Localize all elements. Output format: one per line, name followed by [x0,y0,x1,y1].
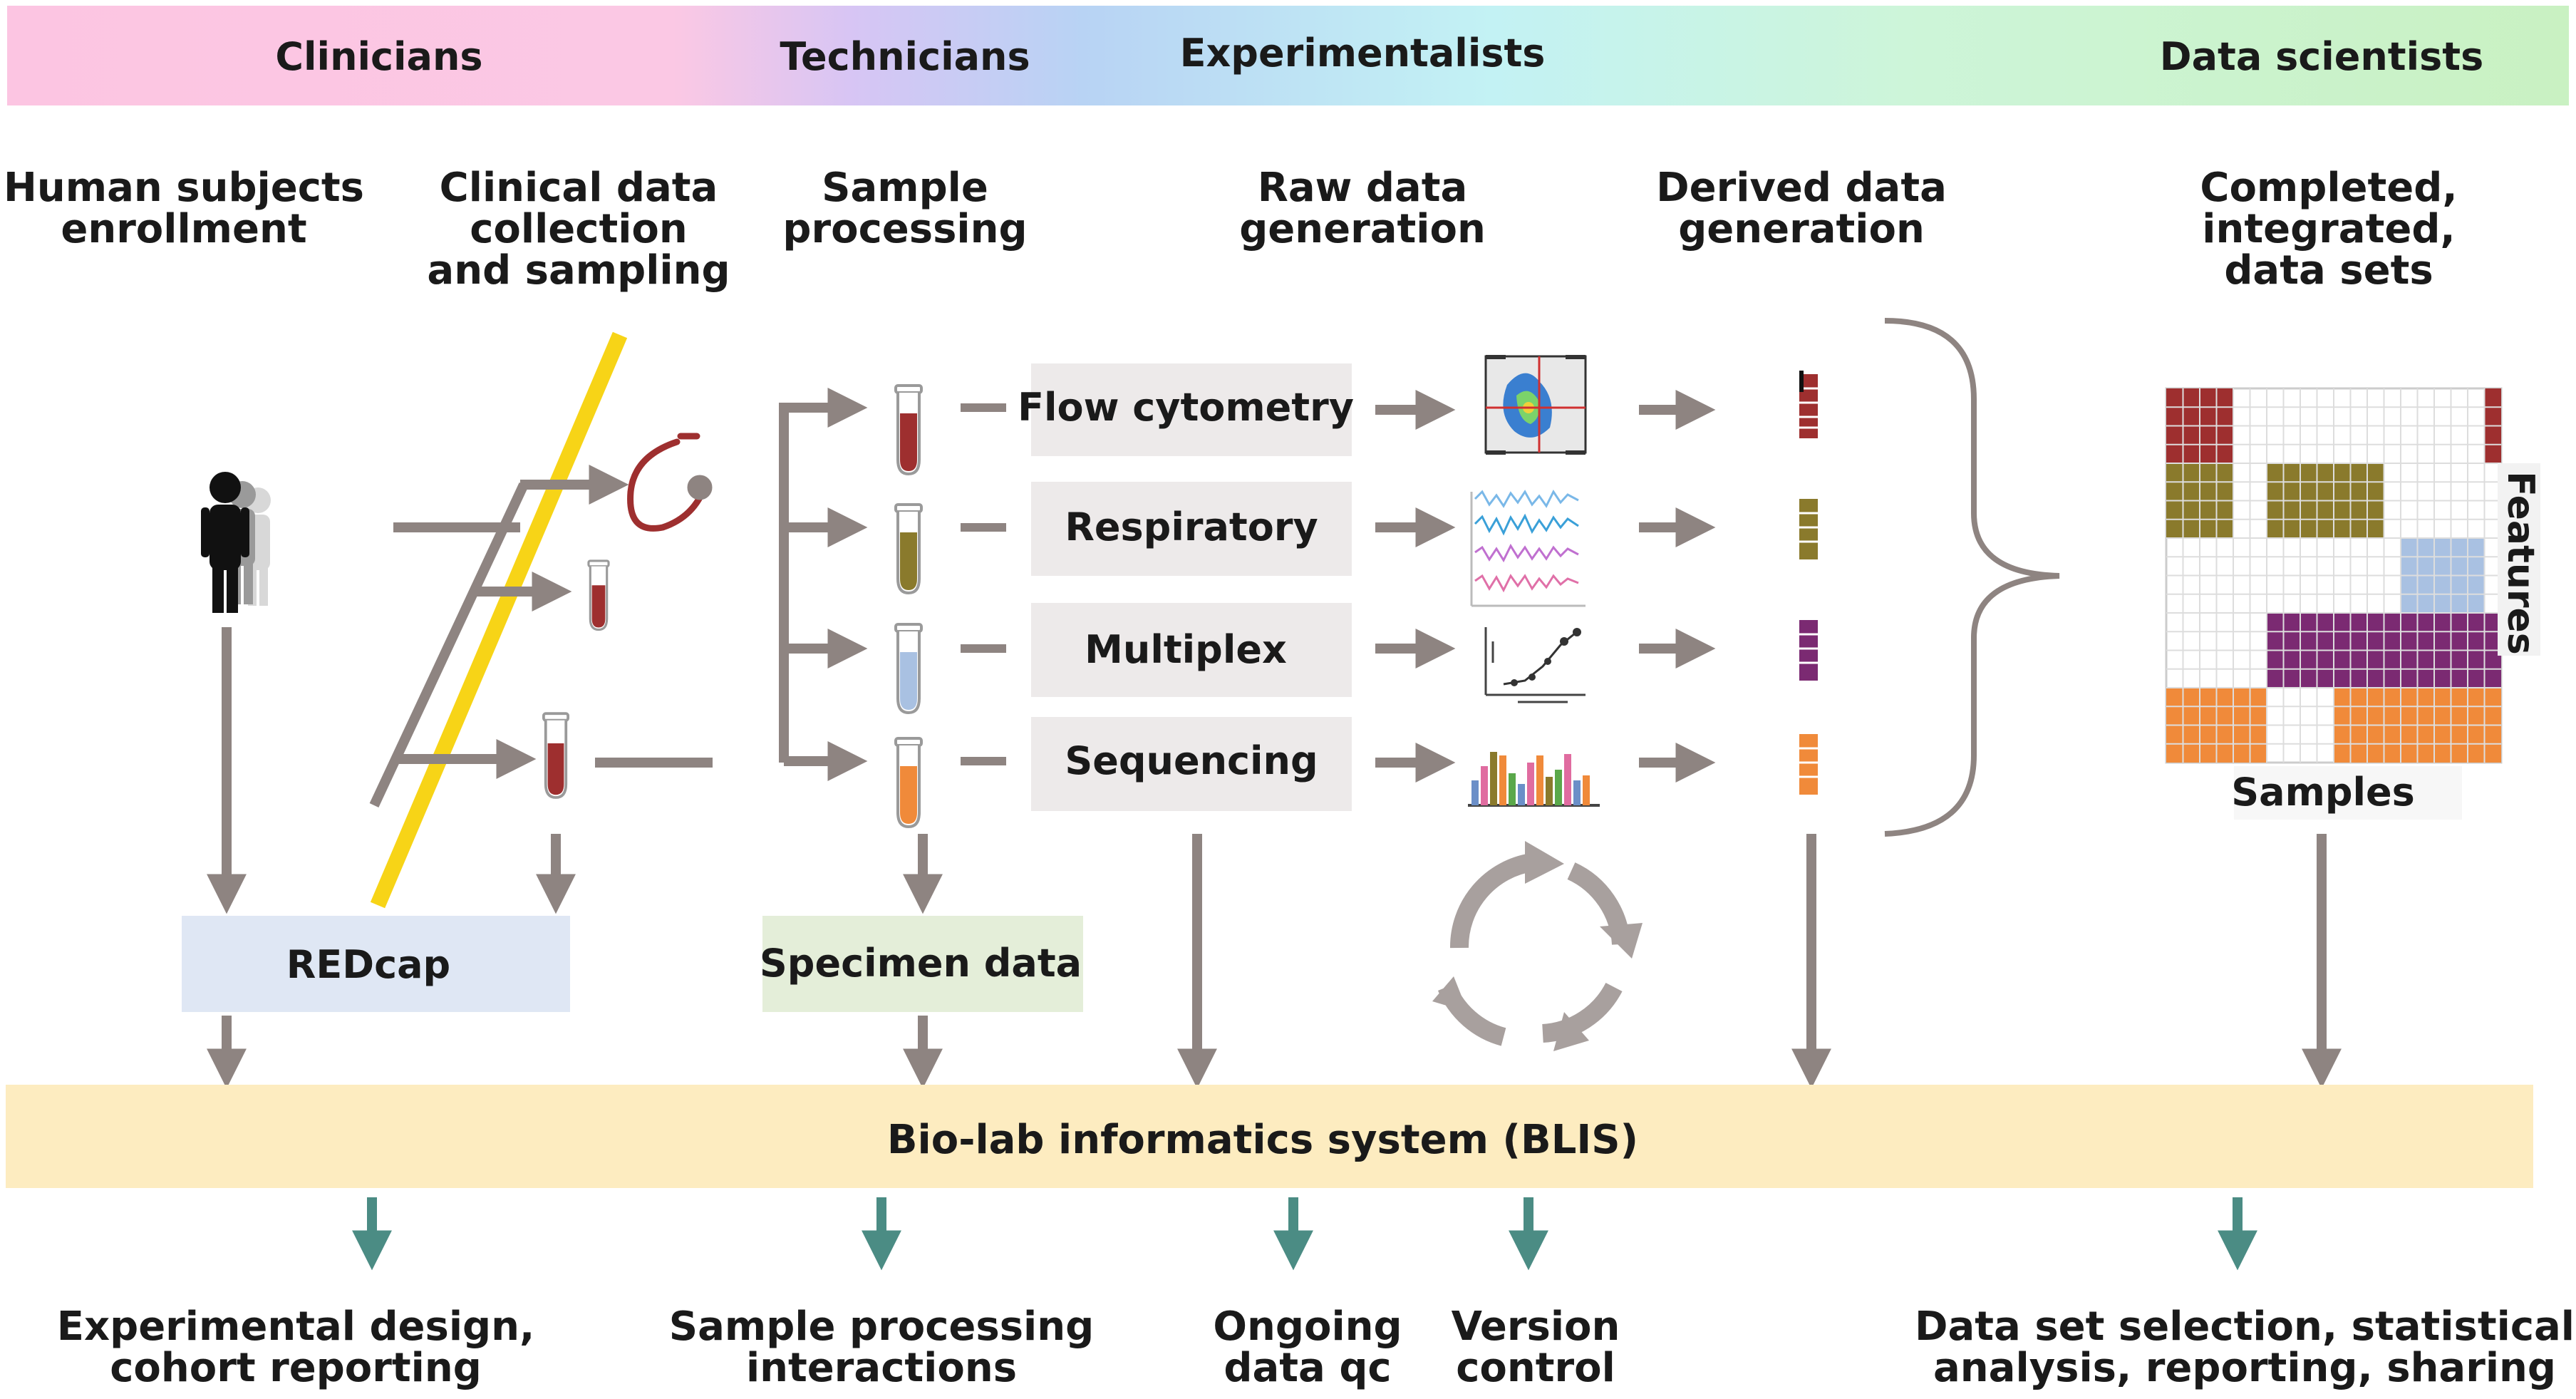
role-clinicians: Clinicians [275,34,482,79]
output-processing-line1: Sample processing [669,1304,1094,1350]
output-dataset-line1: Data set selection, statistical [1915,1304,2575,1350]
assay-box-sequencing [1031,717,1352,811]
derived-stripe-multiplex [1799,620,1818,681]
derived-stripe-sequencing [1799,734,1818,795]
data-matrix [2165,387,2503,764]
role-technicians: Technicians [780,34,1030,79]
multiplex-curve-icon [1484,627,1586,703]
assay-label-sequencing: Sequencing [1065,738,1318,783]
assay-label-respiratory: Respiratory [1065,505,1318,549]
specimen-box [762,916,1083,1012]
output-qc-line1: Ongoing [1213,1304,1402,1350]
sampling-highlight-line [370,331,628,909]
output-version-line1: Version [1452,1304,1620,1350]
output-design-line2: cohort reporting [110,1345,482,1391]
output-design-line1: Experimental design, [57,1304,535,1350]
stage-enrollment-line1: Human subjects [4,165,364,211]
stage-clinical-line3: and sampling [427,247,730,294]
integration-brace [1884,318,2060,837]
stage-derived-line1: Derived data [1656,165,1947,211]
output-dataset-line2: analysis, reporting, sharing [1933,1345,2556,1391]
stage-processing-line1: Sample [822,165,988,211]
features-label-bg [2498,463,2540,656]
redcap-box [182,916,570,1012]
cycle-arrows-icon [1432,841,1643,1051]
output-processing-line2: interactions [746,1345,1017,1391]
assay-box-respiratory [1031,482,1352,576]
role-band [7,6,2569,105]
stage-raw-line2: generation [1239,206,1486,252]
assay-box-multiplex [1031,603,1352,697]
stage-enrollment-line2: enrollment [61,206,306,252]
redcap-label: REDcap [286,942,450,987]
assay-label-multiplex: Multiplex [1085,627,1287,672]
person-group-icon [201,472,271,613]
respiratory-trace-icon [1470,490,1586,607]
specimen-label: Specimen data [760,941,1082,986]
flow-plot-icon [1484,355,1587,455]
blis-band [6,1085,2533,1188]
derived-stripe-flow [1799,371,1818,438]
output-version-line2: control [1456,1345,1615,1391]
output-qc-line2: data qc [1224,1345,1391,1391]
stage-completed-line3: data sets [2224,247,2433,294]
assay-box-flow-cytometry [1031,363,1352,456]
assay-label-flow-cytometry: Flow cytometry [1018,385,1354,430]
stage-completed-line1: Completed, [2200,165,2457,211]
stage-completed-line2: integrated, [2202,206,2455,252]
test-tube-icon [894,623,923,714]
derived-stripe-respiratory [1799,499,1818,559]
test-tube-icon [894,384,923,475]
test-tube-icon [894,737,923,828]
stage-processing-line2: processing [782,206,1027,252]
sequencing-bars-icon [1468,752,1600,807]
samples-label: Samples [2231,770,2415,815]
stage-raw-line1: Raw data [1258,165,1468,211]
role-experimentalists: Experimentalists [1180,31,1546,76]
samples-label-bg [2234,766,2462,820]
stage-derived-line2: generation [1678,206,1925,252]
test-tube-icon [587,559,610,631]
role-data-scientists: Data scientists [2160,34,2483,79]
stage-clinical-line2: collection [470,206,688,252]
stage-clinical-line1: Clinical data [440,165,718,211]
stethoscope-icon [627,433,713,532]
features-label: Features [2499,471,2542,655]
test-tube-icon [894,503,923,594]
test-tube-icon [542,712,569,799]
blis-label: Bio-lab informatics system (BLIS) [887,1117,1638,1163]
